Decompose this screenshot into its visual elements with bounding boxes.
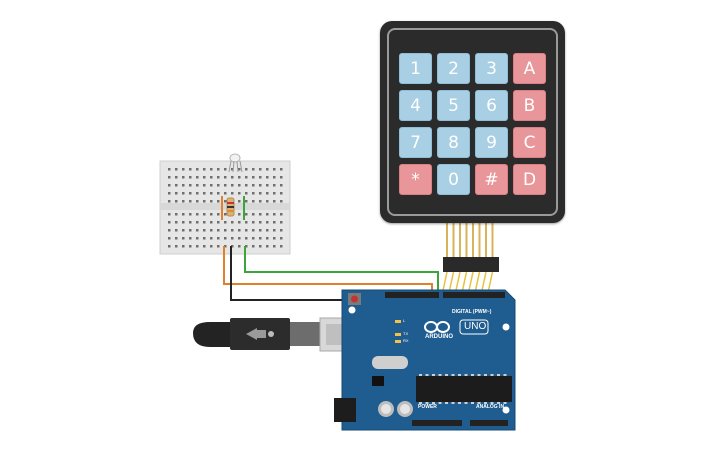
keypad-key-5[interactable]: 5 (437, 90, 470, 121)
analog-header-label: ANALOG IN (476, 404, 505, 410)
keypad-ribbon (441, 223, 499, 296)
keypad-key-0[interactable]: 0 (437, 164, 470, 195)
led-label-l: L (403, 318, 406, 323)
keypad-key-2[interactable]: 2 (437, 53, 470, 84)
keypad-key-d[interactable]: D (513, 164, 546, 195)
arduino-logo-text: ARDUINO (425, 334, 453, 340)
resistor[interactable] (226, 197, 235, 217)
keypad-key-9[interactable]: 9 (475, 127, 508, 158)
rgb-led[interactable] (228, 153, 243, 173)
breadboard[interactable] (159, 160, 291, 255)
led-label-rx: RX (403, 338, 409, 343)
arduino-logo-icon (424, 321, 450, 333)
keypad-key-6[interactable]: 6 (475, 90, 508, 121)
breadboard-holes (168, 168, 283, 248)
power-header-label: POWER (418, 404, 437, 410)
wire-green[interactable] (244, 246, 439, 295)
digital-header-label: DIGITAL (PWM~) (452, 309, 492, 315)
keypad-key-8[interactable]: 8 (437, 127, 470, 158)
arduino-uno-board[interactable] (334, 289, 516, 431)
keypad-key-b[interactable]: B (513, 90, 546, 121)
keypad-key-c[interactable]: C (513, 127, 546, 158)
keypad-key-a[interactable]: A (513, 53, 546, 84)
keypad-key-1[interactable]: 1 (399, 53, 432, 84)
keypad-key-7[interactable]: 7 (399, 127, 432, 158)
keypad-key-4[interactable]: 4 (399, 90, 432, 121)
keypad-key-star[interactable]: * (399, 164, 432, 195)
keypad-key-3[interactable]: 3 (475, 53, 508, 84)
led-label-tx: TX (403, 331, 409, 336)
uno-label: UNO (464, 321, 487, 332)
keypad-frame (387, 28, 558, 216)
keypad-key-hash[interactable]: # (475, 164, 508, 195)
